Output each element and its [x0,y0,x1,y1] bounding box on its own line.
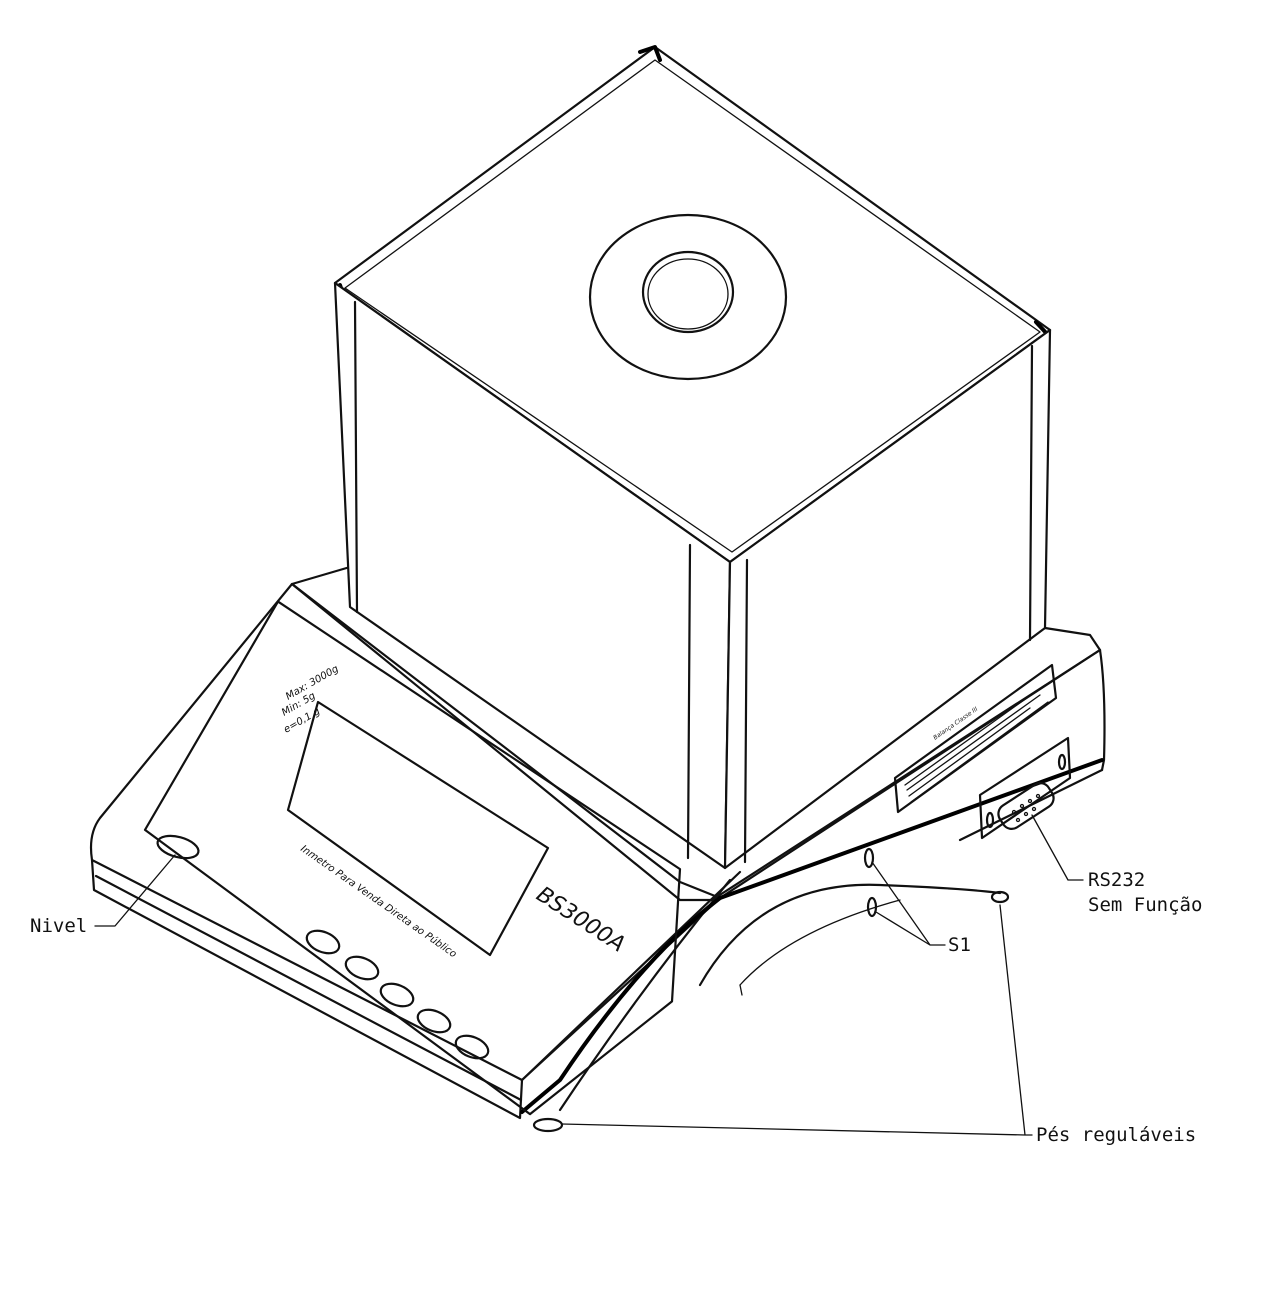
connector-screw-left [985,811,995,829]
leader-rs232 [1031,814,1084,881]
front-panel-face [89,582,722,1082]
lid-opening-inner [641,250,735,334]
panel-warning: Inmetro Para Venda Direta ao Público [298,843,459,961]
label-nivel: Nivel [30,915,87,937]
connector-pins [1011,793,1041,823]
front-band-line [94,874,523,1102]
key-button-3[interactable] [377,979,416,1010]
arch-foot [739,984,743,996]
s1-hole-lower[interactable] [866,896,878,918]
shield-top-inner [344,59,1041,553]
frame-strip-left [353,300,359,614]
heavy-stripe-front [520,896,722,1114]
corner-back [638,45,662,62]
key-button-1[interactable] [303,926,342,957]
connector-bracket [978,736,1072,840]
label-rs232-line1: RS232 [1088,869,1145,891]
front-foot [532,1117,564,1133]
lid-opening-rim [647,258,729,330]
rear-foot [990,890,1010,904]
draft-shield [333,45,1052,870]
label-rs232-line2: Sem Função [1088,894,1202,916]
leader-nivel [94,854,176,927]
display-window [286,700,550,957]
key-button-2[interactable] [342,952,381,983]
key-button-5[interactable] [452,1031,491,1062]
shield-right-face [723,328,1052,870]
frame-strip-front-b [743,558,749,864]
plate-text-lines [904,684,1049,803]
panel-outline [143,600,682,1116]
s1-hole-upper[interactable] [863,847,875,869]
leader-pes [561,904,1033,1136]
underside-arch [698,883,1002,987]
key-button-4[interactable] [414,1005,453,1036]
frame-strip-right [1028,344,1034,642]
front-bottom-band [90,858,524,1120]
side-top-edge [718,648,1106,900]
label-plate [893,663,1058,814]
underside-arch-inner [739,899,901,986]
model-name: BS3000A [532,882,630,957]
connector-screw-right [1057,753,1067,771]
leader-s1 [871,861,946,946]
label-s1: S1 [948,934,971,956]
frame-strip-front-a [686,543,692,860]
inner-edge [520,870,742,1082]
callouts: Nivel RS232 Sem Função S1 Pés reguláveis [30,814,1202,1146]
level-bubble[interactable] [155,832,201,862]
label-pes: Pés reguláveis [1036,1124,1196,1146]
lid-opening-outer [588,213,788,381]
